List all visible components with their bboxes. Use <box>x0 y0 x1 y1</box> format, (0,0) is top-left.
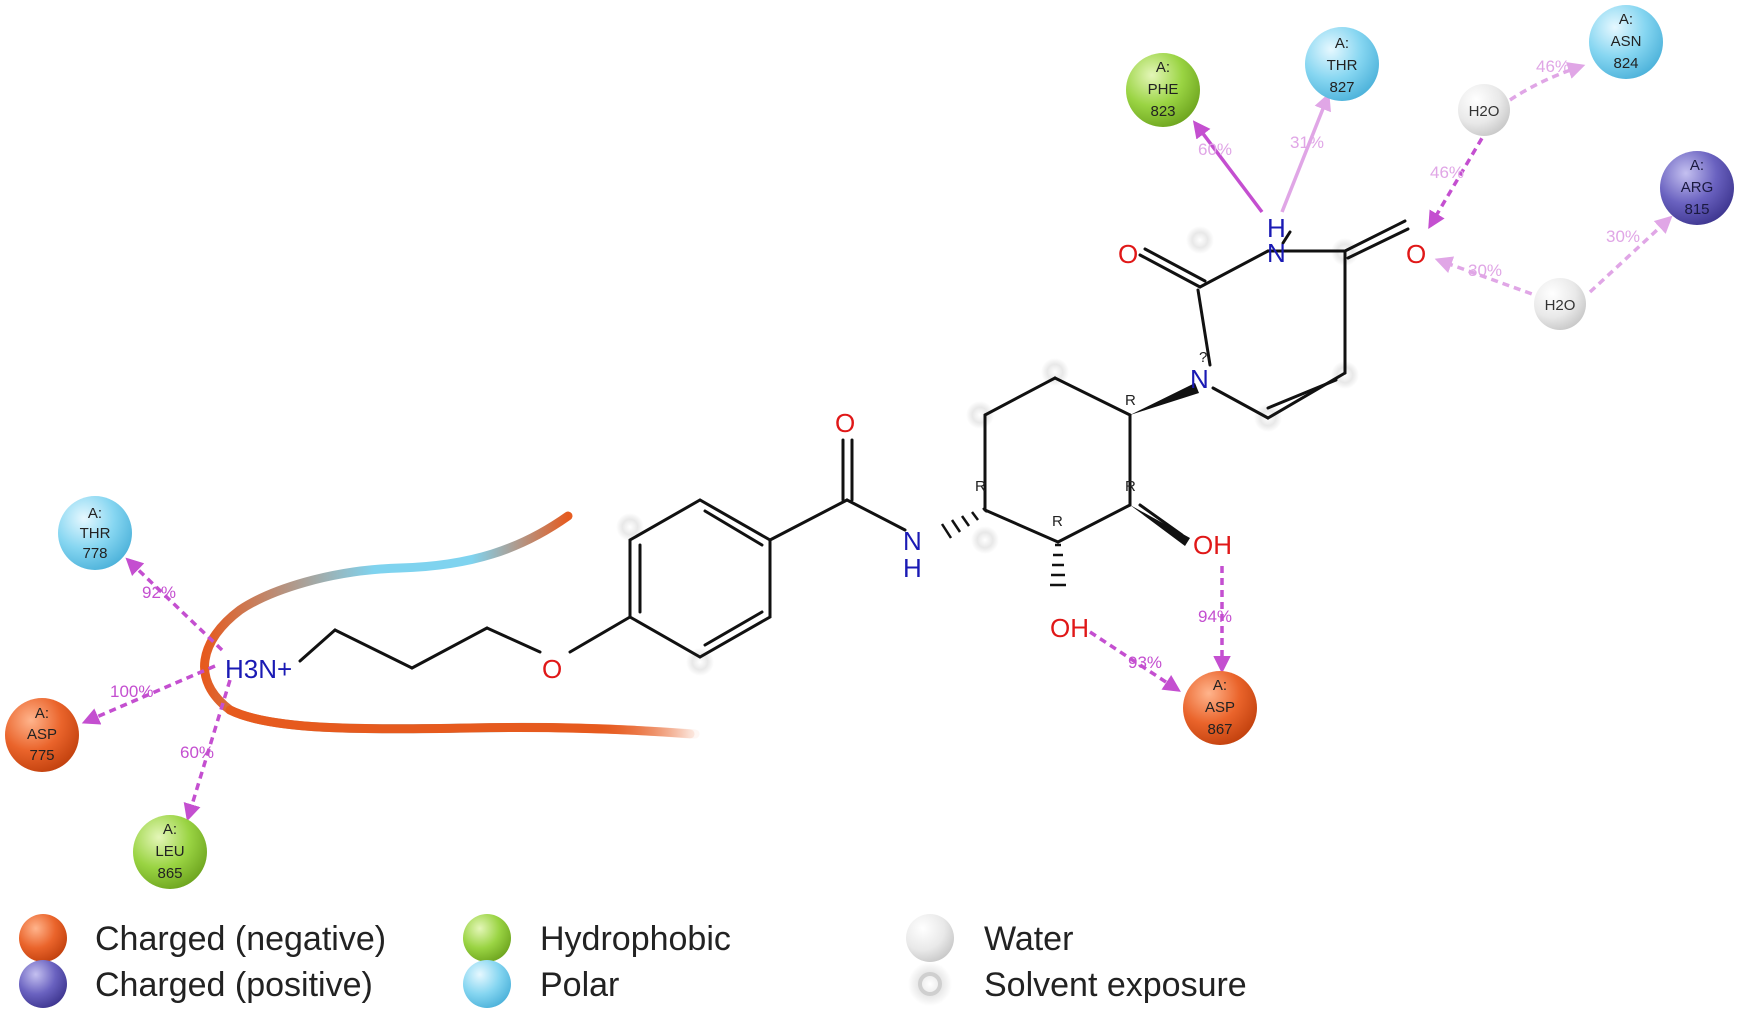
legend-item-water: Water <box>906 914 1073 962</box>
legend-item-charged-positive: Charged (positive) <box>19 960 373 1008</box>
stereo-bonds <box>940 383 1199 587</box>
svg-text:865: 865 <box>157 865 182 882</box>
svg-text:ASN: ASN <box>1611 33 1642 50</box>
pct-water2-o4: 30% <box>1468 261 1502 280</box>
pct-thr778: 92% <box>142 583 176 602</box>
svg-text:824: 824 <box>1613 55 1638 72</box>
svg-text:A:: A: <box>35 705 49 722</box>
water-molecule-1: H2O <box>1458 84 1510 136</box>
ether-oxygen-label: O <box>542 654 562 684</box>
stereo-label-3: R <box>1125 478 1136 495</box>
amide-hydrogen-label: H <box>903 553 922 583</box>
svg-text:827: 827 <box>1329 79 1354 96</box>
hydroxyl-lower-label: OH <box>1050 613 1089 643</box>
ring-n3-label: N <box>1267 238 1286 268</box>
svg-text:PHE: PHE <box>1148 81 1179 98</box>
water-molecule-2: H2O <box>1534 278 1586 330</box>
stereo-label-4: R <box>1052 513 1063 530</box>
svg-text:ARG: ARG <box>1681 179 1714 196</box>
svg-text:867: 867 <box>1207 721 1232 738</box>
amide-oxygen-label: O <box>835 408 855 438</box>
stereo-label-1: R <box>1125 392 1136 409</box>
ligand-bonds <box>298 219 1410 670</box>
pct-water-o4: 46% <box>1430 163 1464 182</box>
ring-n1-label: N <box>1190 364 1209 394</box>
amide-nitrogen-label: N <box>903 526 922 556</box>
legend-item-charged-negative: Charged (negative) <box>19 914 386 962</box>
svg-text:H2O: H2O <box>1545 297 1576 314</box>
residue-asp775: A: ASP 775 <box>5 698 79 772</box>
ammonium-label: H3N+ <box>225 654 292 684</box>
svg-text:823: 823 <box>1150 103 1175 120</box>
interaction-percent-labels: 92% 100% 60% 94% 93% 60% 31% 46% 46% 30%… <box>110 57 1640 762</box>
ring-n3-hydrogen-label: H <box>1267 213 1286 243</box>
svg-text:ASP: ASP <box>27 726 57 743</box>
svg-text:THR: THR <box>80 525 111 542</box>
svg-text:Polar: Polar <box>540 966 619 1004</box>
ring-n1-mark: ? <box>1199 349 1207 366</box>
svg-text:THR: THR <box>1327 57 1358 74</box>
svg-text:778: 778 <box>82 545 107 562</box>
pct-arg815: 30% <box>1606 227 1640 246</box>
svg-text:Charged (negative): Charged (negative) <box>95 920 386 958</box>
residue-asn824: A: ASN 824 <box>1589 5 1663 79</box>
svg-text:815: 815 <box>1684 201 1709 218</box>
svg-text:LEU: LEU <box>155 843 184 860</box>
pct-oh-asp867-b: 93% <box>1128 653 1162 672</box>
pct-asp775: 100% <box>110 682 153 701</box>
residue-asp867: A: ASP 867 <box>1183 671 1257 745</box>
hydroxyl-upper-label: OH <box>1193 530 1232 560</box>
solvent-exposure-halos <box>616 226 1359 676</box>
svg-text:A:: A: <box>88 505 102 522</box>
legend-item-hydrophobic: Hydrophobic <box>463 914 731 962</box>
svg-text:Water: Water <box>984 920 1073 958</box>
pocket-contour <box>200 511 700 739</box>
svg-text:A:: A: <box>1690 157 1704 174</box>
svg-text:ASP: ASP <box>1205 699 1235 716</box>
residue-leu865: A: LEU 865 <box>133 815 207 889</box>
carbonyl-c4-oxygen-label: O <box>1406 239 1426 269</box>
svg-text:A:: A: <box>1619 11 1633 28</box>
residue-phe823: A: PHE 823 <box>1126 53 1200 127</box>
svg-text:A:: A: <box>1335 35 1349 52</box>
residue-thr778: A: THR 778 <box>58 496 132 570</box>
carbonyl-c2-oxygen-label: O <box>1118 239 1138 269</box>
svg-text:Solvent exposure: Solvent exposure <box>984 966 1247 1004</box>
legend-item-solvent-exposure: Solvent exposure <box>908 962 1247 1006</box>
legend: Charged (negative) Charged (positive) Hy… <box>19 914 1247 1008</box>
svg-text:H2O: H2O <box>1469 103 1500 120</box>
pct-phe823: 60% <box>1198 140 1232 159</box>
residue-thr827: A: THR 827 <box>1305 27 1379 101</box>
svg-text:A:: A: <box>163 821 177 838</box>
stereo-label-2: R <box>975 478 986 495</box>
svg-text:A:: A: <box>1213 677 1227 694</box>
pct-oh-asp867-a: 94% <box>1198 607 1232 626</box>
atom-labels: H3N+ O O N H OH OH N ? N H O O R R R R <box>225 213 1426 684</box>
svg-text:A:: A: <box>1156 59 1170 76</box>
pct-water-asn824: 46% <box>1536 57 1570 76</box>
svg-text:Hydrophobic: Hydrophobic <box>540 920 731 958</box>
residue-arg815: A: ARG 815 <box>1660 151 1734 225</box>
pct-leu865: 60% <box>180 743 214 762</box>
pct-thr827: 31% <box>1290 133 1324 152</box>
svg-text:775: 775 <box>29 747 54 764</box>
svg-text:Charged (positive): Charged (positive) <box>95 966 373 1004</box>
hbond-lines <box>81 62 1673 822</box>
legend-item-polar: Polar <box>463 960 619 1008</box>
